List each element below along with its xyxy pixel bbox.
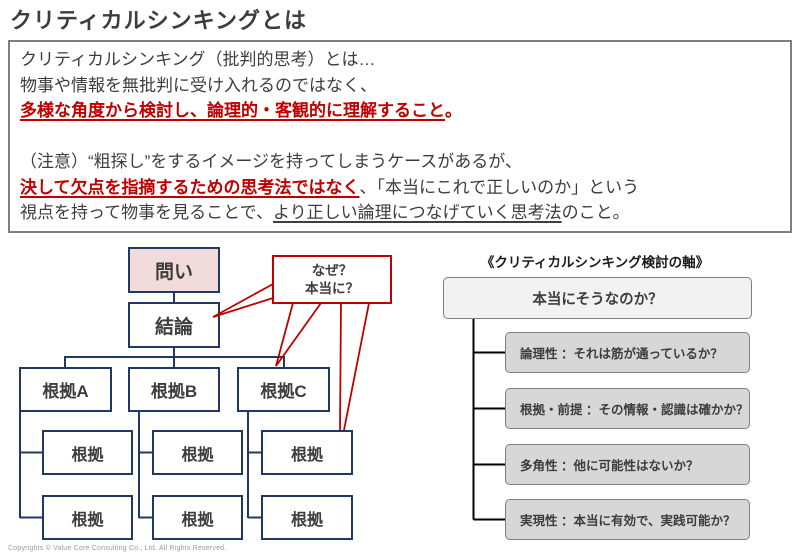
tree-node-sub-evidence: 根拠	[152, 430, 243, 475]
axis-item-logic: 論理性 ：それは筋が通っているか？	[505, 332, 750, 373]
tree-node-evidence-a: 根拠A	[19, 367, 112, 412]
definition-line: クリティカルシンキング（批判的思考）とは…	[20, 50, 376, 69]
tree-node-sub-evidence: 根拠	[42, 430, 133, 475]
definition-line: 多様な角度から検討し、論理的・客観的に理解すること。	[20, 101, 462, 120]
axis-item-feasibility: 実現性 ：本当に有効で、実践可能か？	[505, 499, 750, 540]
why-callout: なぜ？ 本当に？	[272, 255, 392, 304]
definition-line: 決して欠点を指摘するための思考法ではなく、「本当にこれで正しいのか」という	[20, 177, 640, 197]
tree-node-sub-evidence: 根拠	[261, 430, 353, 475]
tree-node-conclusion: 結論	[128, 302, 220, 348]
definition-line: 視点を持って物事を見ることで、より正しい論理につなげていく思考法のこと。	[20, 203, 630, 222]
tree-node-sub-evidence: 根拠	[152, 495, 243, 540]
page-title: クリティカルシンキングとは	[10, 8, 308, 33]
definition-line: （注意）“粗探し”をするイメージを持ってしまうケースがあるが、	[20, 152, 522, 171]
axis-item-evidence: 根拠・前提 ：その情報・認識は確かか？	[505, 388, 750, 429]
tree-node-sub-evidence: 根拠	[42, 495, 133, 540]
tree-node-sub-evidence: 根拠	[261, 495, 353, 540]
why-callout-line2: 本当に？	[305, 280, 359, 296]
definition-box: クリティカルシンキング（批判的思考）とは… 物事や情報を無批判に受け入れるのでは…	[8, 40, 792, 233]
footer-copyright: Copyrights © Value Core Consulting Co., …	[8, 545, 227, 552]
axis-panel-title: 《クリティカルシンキング検討の軸》	[480, 255, 710, 270]
tree-node-question: 問い	[128, 247, 220, 293]
axis-item-perspective: 多角性 ：他に可能性はないか？	[505, 444, 750, 485]
tree-node-evidence-c: 根拠C	[237, 367, 330, 412]
definition-line: 物事や情報を無批判に受け入れるのではなく、	[20, 75, 377, 95]
tree-node-evidence-b: 根拠B	[128, 367, 220, 412]
why-callout-line1: なぜ？	[311, 262, 353, 278]
axis-root-box: 本当にそうなのか？	[443, 277, 752, 319]
